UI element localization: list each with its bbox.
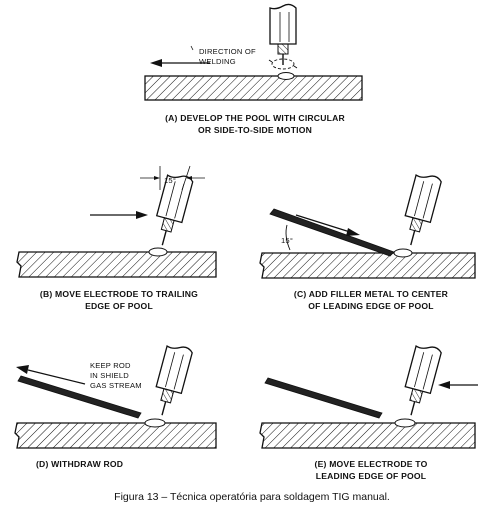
- weld-pool-c: [393, 248, 413, 258]
- weld-pool-b: [148, 247, 168, 257]
- angle-label-c: 15°: [281, 236, 293, 245]
- filler-rod-c: [269, 208, 395, 257]
- withdraw-arrow-d: [16, 365, 86, 385]
- caption-b-1: (B) MOVE ELECTRODE TO TRAILING: [40, 289, 198, 299]
- caption-e-1: (E) MOVE ELECTRODE TO: [315, 459, 428, 469]
- caption-a-1: (A) DEVELOP THE POOL WITH CIRCULAR: [165, 113, 345, 123]
- workpiece-a: [144, 75, 363, 101]
- note-d-1: KEEP ROD: [90, 361, 131, 370]
- torch-e: [404, 345, 442, 416]
- direction-label-2: WELDING: [199, 57, 236, 66]
- caption-c-2: OF LEADING EDGE OF POOL: [308, 301, 433, 311]
- angle-dimension-b: [140, 165, 205, 191]
- direction-arrow-a: [150, 45, 210, 67]
- filler-rod-e: [264, 377, 383, 419]
- torch-d: [155, 345, 193, 416]
- panel-a: DIRECTION OF WELDING (A) DEVELOP THE POO…: [144, 3, 363, 135]
- weld-pool-a: [277, 72, 295, 80]
- weld-pool-e: [394, 418, 416, 428]
- move-arrow-b: [90, 211, 148, 219]
- move-arrow-e: [438, 381, 478, 389]
- angle-label-b: 15°: [164, 176, 176, 185]
- torch-a: [268, 3, 298, 70]
- panel-e: (E) MOVE ELECTRODE TO LEADING EDGE OF PO…: [259, 345, 478, 481]
- note-d-2: IN SHIELD: [90, 371, 129, 380]
- direction-label-1: DIRECTION OF: [199, 47, 256, 56]
- weld-pool-d: [144, 418, 166, 428]
- filler-rod-d: [17, 375, 142, 419]
- caption-b-2: EDGE OF POOL: [85, 301, 153, 311]
- workpiece-b: [16, 251, 217, 278]
- workpiece-d: [14, 422, 217, 449]
- caption-a-2: OR SIDE-TO-SIDE MOTION: [198, 125, 312, 135]
- panel-b: 15° (B) MOVE ELECTRODE TO TRAILING EDGE …: [16, 165, 217, 311]
- figure-caption: Figura 13 – Técnica operatória para sold…: [114, 491, 390, 503]
- note-d-3: GAS STREAM: [90, 381, 142, 390]
- torch-b: [155, 174, 194, 246]
- caption-c-1: (C) ADD FILLER METAL TO CENTER: [294, 289, 449, 299]
- workpiece-c: [259, 252, 476, 279]
- workpiece-e: [259, 422, 476, 449]
- panel-d: KEEP ROD IN SHIELD GAS STREAM (D) WITHDR…: [14, 345, 217, 469]
- caption-d-1: (D) WITHDRAW ROD: [36, 459, 123, 469]
- feed-arrow-c: [295, 214, 360, 236]
- torch-c: [404, 174, 442, 246]
- angle-arc-c: [285, 224, 291, 251]
- caption-e-2: LEADING EDGE OF POOL: [316, 471, 426, 481]
- panel-c: 15° (C) ADD FILLER METAL TO CENTER OF LE…: [259, 174, 476, 311]
